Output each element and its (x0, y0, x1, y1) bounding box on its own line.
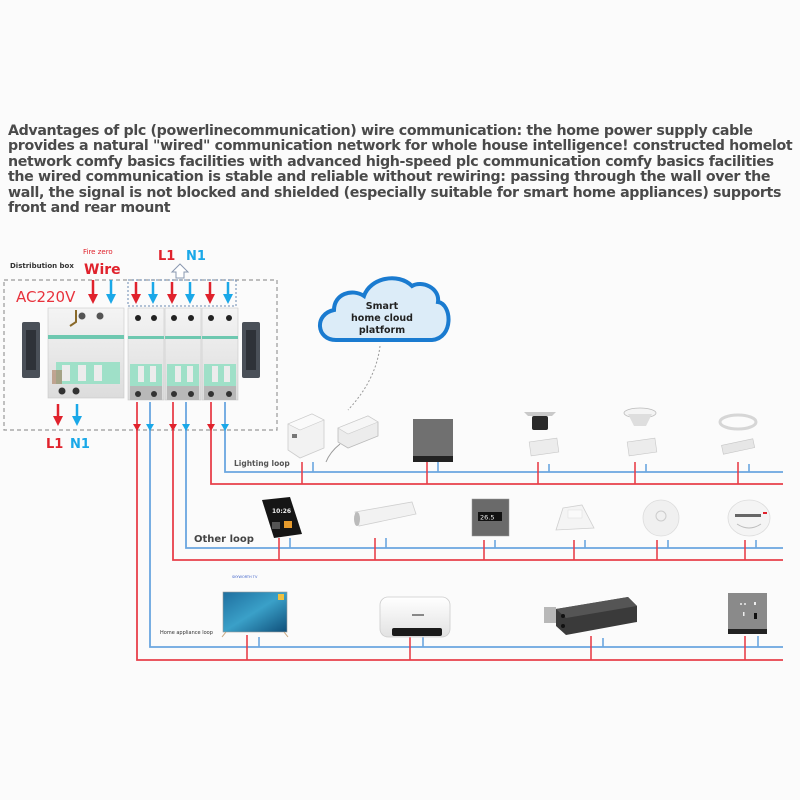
cloud-label-line2: home cloud (351, 313, 413, 324)
appliance-loop-label: Home appliance loop (160, 630, 213, 636)
input-arrows (88, 280, 233, 304)
up-arrow-icon (170, 263, 190, 279)
downlight-icon (623, 407, 658, 457)
distribution-box: Distribution box Fire zero Wire AC220V L… (3, 248, 278, 452)
top-n1-label: N1 (186, 249, 206, 264)
distribution-box-title: Distribution box (10, 262, 74, 270)
arrow-live-icon (167, 282, 177, 304)
cloud-connection-line (347, 345, 381, 411)
cloud-label-line1: Smart (366, 301, 399, 312)
tv-brand-caption: SKYWORTH TV (232, 575, 258, 579)
cloud-label-line3: platform (359, 325, 405, 336)
other-loop-live-wire (172, 402, 783, 561)
arrow-neutral-icon (185, 282, 195, 304)
din-rail-left (22, 322, 40, 378)
output-arrows (53, 404, 82, 426)
wire-label: Wire (84, 262, 121, 278)
spotlight-icon (524, 412, 560, 457)
ceiling-sensor-icon (642, 499, 680, 537)
lighting-loop-label: Lighting loop (234, 459, 290, 468)
arrow-live-icon (131, 282, 141, 304)
smart-panel-icon: 10:26 (262, 497, 302, 538)
arrow-neutral-icon (72, 404, 82, 426)
led-strip-icon (718, 413, 758, 455)
arrow-neutral-icon (223, 282, 233, 304)
power-adapter-icon (325, 415, 379, 463)
water-heater-icon (379, 596, 451, 638)
voltage-label: AC220V (16, 288, 76, 306)
branch-breaker-1 (127, 307, 165, 401)
appliance-loop-neutral-wire (149, 402, 783, 648)
other-loop-label: Other loop (194, 534, 254, 545)
tv-icon: SKYWORTH TV (221, 575, 289, 638)
wall-socket-icon (728, 593, 767, 634)
plc-gateway-icon (287, 413, 325, 459)
smart-panel-time: 10:26 (272, 508, 291, 515)
din-rail-right (242, 322, 260, 378)
branch-breaker-2 (164, 307, 202, 401)
arrow-neutral-icon (106, 280, 116, 304)
arrow-live-icon (88, 280, 98, 304)
bottom-l1-label: L1 (46, 437, 63, 452)
other-loop-neutral-wire (185, 402, 783, 549)
curtain-motor-icon (354, 501, 417, 527)
arrow-neutral-icon (148, 282, 158, 304)
arrow-live-icon (53, 404, 63, 426)
bottom-n1-label: N1 (70, 437, 90, 452)
air-conditioner-icon (544, 597, 637, 635)
fire-zero-label: Fire zero (83, 248, 113, 256)
top-l1-label: L1 (158, 249, 175, 264)
motion-sensor-icon (555, 504, 595, 531)
intro-paragraph: Advantages of plc (powerlinecommunicatio… (8, 123, 793, 217)
smoke-detector-icon (727, 499, 771, 537)
cloud-icon (318, 276, 451, 342)
branch-breaker-3 (201, 307, 239, 401)
main-breaker (47, 307, 125, 399)
appliance-loop-live-wire (136, 402, 783, 661)
cloud-platform: Smart home cloud platform (318, 276, 451, 411)
branch-breaker-group-outline (127, 279, 237, 307)
arrow-live-icon (205, 282, 215, 304)
wiring (133, 402, 783, 661)
thermostat-icon: 26.5 (471, 498, 510, 537)
thermostat-display: 26.5 (480, 514, 494, 522)
wall-switch-icon (413, 419, 453, 462)
